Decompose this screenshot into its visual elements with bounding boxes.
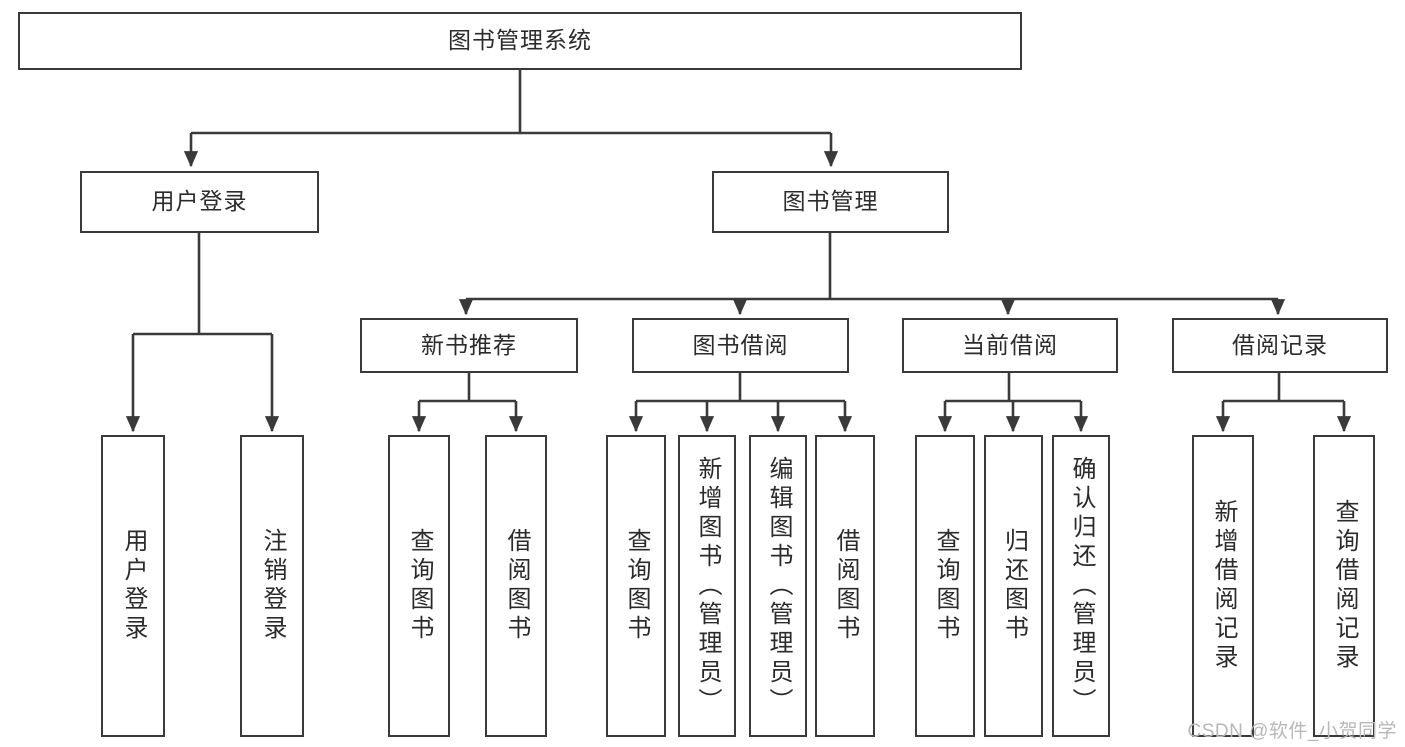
leaf-query-borrow-record-label: 查询借阅记录: [1331, 499, 1358, 673]
leaf-query-book-2-label: 查询图书: [623, 528, 650, 644]
leaf-add-book-admin-label: 新增图书（管理员）: [694, 455, 721, 717]
leaf-query-book-1[interactable]: 查询图书: [388, 435, 450, 737]
node-borrow-record[interactable]: 借阅记录: [1172, 318, 1388, 373]
node-book-borrow[interactable]: 图书借阅: [632, 318, 849, 373]
leaf-return-book-label: 归还图书: [1000, 528, 1028, 644]
node-root-label: 图书管理系统: [448, 27, 592, 54]
leaf-edit-book-admin-label: 编辑图书（管理员）: [765, 455, 792, 717]
leaf-query-book-2[interactable]: 查询图书: [606, 435, 666, 737]
leaf-query-borrow-record[interactable]: 查询借阅记录: [1313, 435, 1375, 737]
leaf-confirm-return-admin[interactable]: 确认归还（管理员）: [1052, 435, 1110, 737]
leaf-query-book-1-label: 查询图书: [406, 528, 433, 644]
node-root[interactable]: 图书管理系统: [18, 12, 1022, 70]
leaf-query-book-3-label: 查询图书: [932, 528, 959, 644]
node-book-management-label: 图书管理: [782, 188, 879, 215]
node-current-borrow[interactable]: 当前借阅: [902, 318, 1118, 373]
leaf-borrow-book-2[interactable]: 借阅图书: [815, 435, 875, 737]
leaf-borrow-book-1[interactable]: 借阅图书: [485, 435, 547, 737]
node-current-borrow-label: 当前借阅: [962, 331, 1058, 358]
node-user-login-label: 用户登录: [151, 188, 248, 215]
leaf-confirm-return-admin-label: 确认归还（管理员）: [1068, 455, 1095, 717]
leaf-borrow-book-1-label: 借阅图书: [503, 528, 530, 644]
leaf-logout[interactable]: 注销登录: [240, 435, 304, 737]
node-new-book-recommend[interactable]: 新书推荐: [360, 318, 578, 373]
leaf-borrow-book-2-label: 借阅图书: [832, 528, 859, 644]
csdn-watermark: CSDN @软件_小贺同学: [1187, 721, 1397, 742]
leaf-logout-label: 注销登录: [259, 528, 286, 644]
leaf-add-book-admin[interactable]: 新增图书（管理员）: [678, 435, 736, 737]
leaf-user-login-label: 用户登录: [120, 528, 147, 644]
node-book-management[interactable]: 图书管理: [712, 171, 949, 233]
leaf-add-borrow-record[interactable]: 新增借阅记录: [1192, 435, 1254, 737]
leaf-user-login[interactable]: 用户登录: [101, 435, 165, 737]
node-user-login[interactable]: 用户登录: [80, 171, 319, 233]
leaf-add-borrow-record-label: 新增借阅记录: [1210, 499, 1237, 673]
leaf-edit-book-admin[interactable]: 编辑图书（管理员）: [749, 435, 807, 737]
leaf-return-book[interactable]: 归还图书: [984, 435, 1043, 737]
node-borrow-record-label: 借阅记录: [1232, 331, 1328, 358]
node-book-borrow-label: 图书借阅: [692, 331, 789, 358]
leaf-query-book-3[interactable]: 查询图书: [915, 435, 975, 737]
node-new-book-recommend-label: 新书推荐: [421, 331, 517, 358]
